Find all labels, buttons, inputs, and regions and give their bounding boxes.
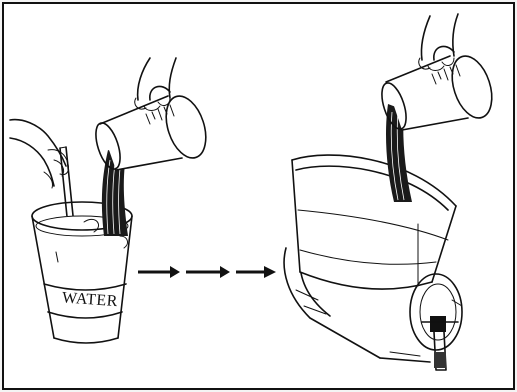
flow-arrows (138, 266, 276, 278)
spigot-icon (409, 273, 463, 371)
arrow-2 (186, 266, 230, 278)
bucket-label: WATER (62, 289, 119, 310)
bucket-icon (31, 201, 133, 344)
dispenser-bowl-icon (291, 154, 457, 290)
arrow-3 (236, 266, 276, 278)
pouring-hand-icon (418, 13, 459, 71)
left-scene: WATER (9, 57, 207, 344)
powder-stream-right (386, 104, 412, 202)
stirring-hand-icon (9, 118, 69, 189)
right-scene (283, 13, 493, 371)
pitcher-icon (95, 85, 207, 171)
pouring-hand-icon (134, 57, 177, 111)
pitcher-icon (381, 45, 493, 131)
arrow-1 (138, 266, 180, 278)
